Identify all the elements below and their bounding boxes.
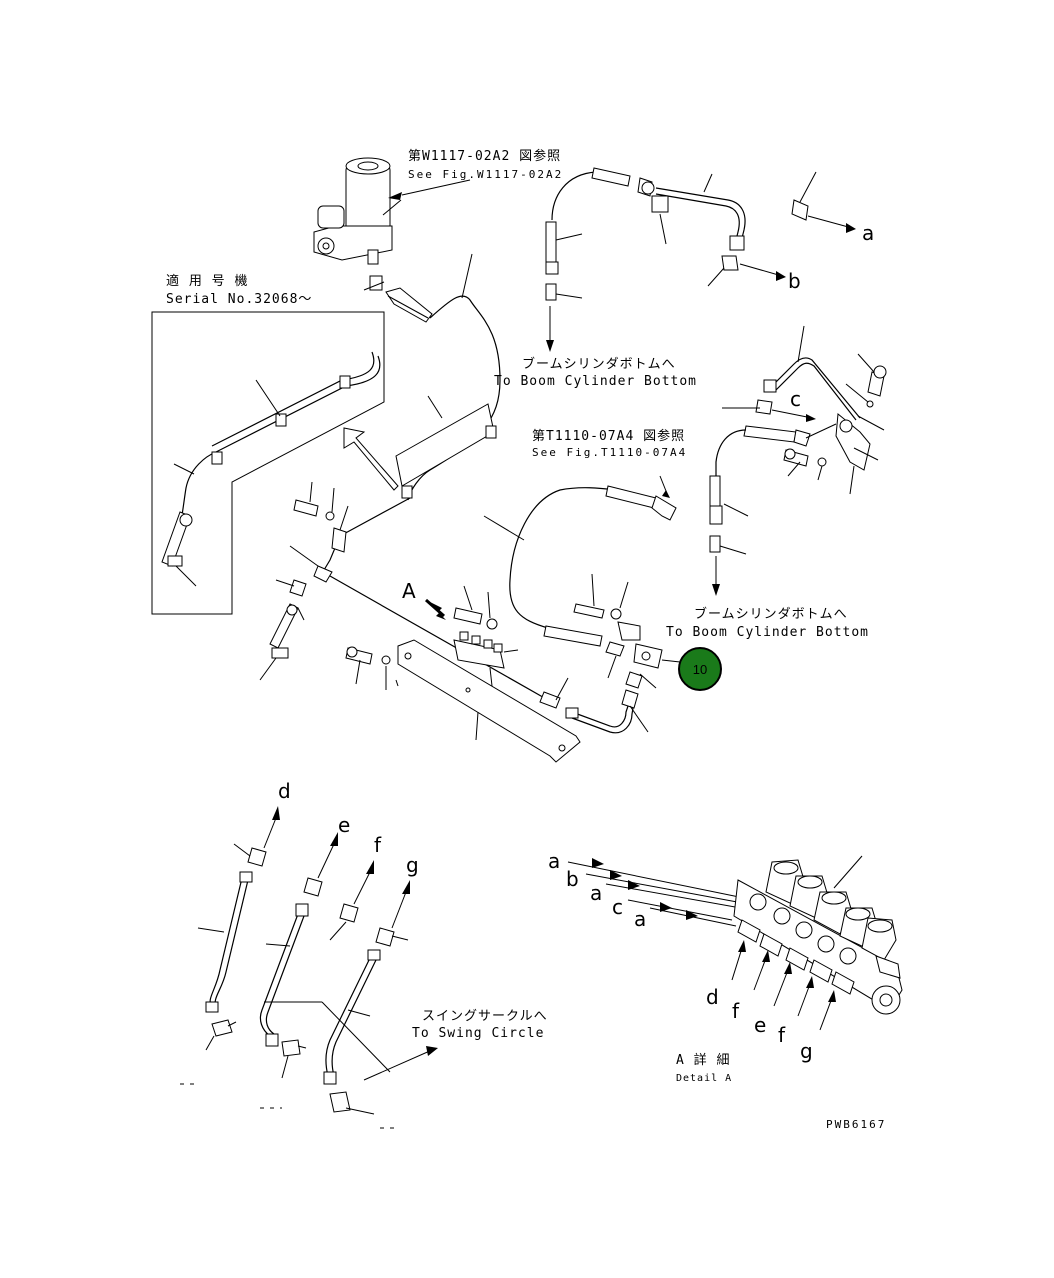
right-pipe-assembly xyxy=(709,325,887,596)
applicable-serial-jp: 適 用 号 機 xyxy=(166,273,248,289)
accumulator-assembly xyxy=(313,157,433,323)
port-letter-e: e xyxy=(338,813,350,837)
fig-ref-2-en: See Fig.T1110-07A4 xyxy=(532,446,687,459)
bolt-washer-group xyxy=(293,481,349,553)
detail-letter-b: b xyxy=(566,867,579,891)
port-letter-b: b xyxy=(788,269,801,293)
detail-letter-f2: f xyxy=(778,1023,786,1047)
mounting-plate xyxy=(395,639,581,763)
long-rod xyxy=(329,575,549,701)
boom-jp-1: ブームシリンダボトムへ xyxy=(522,356,676,372)
detail-letter-c: c xyxy=(612,895,623,919)
lower-pipe xyxy=(539,671,657,734)
clamp-bracket xyxy=(395,395,497,499)
boom-hose-upper xyxy=(545,167,856,352)
detail-title-jp: A 詳 細 xyxy=(676,1052,730,1068)
swing-jp: スイングサークルへ xyxy=(422,1009,548,1024)
detail-letter-f1: f xyxy=(732,999,740,1023)
detail-a-valve xyxy=(567,855,903,1031)
port-letter-d: d xyxy=(278,779,291,803)
detail-letter-a1: a xyxy=(548,849,560,873)
bolt-washer-group-2 xyxy=(345,646,391,690)
swing-pipes xyxy=(180,806,438,1129)
control-valve xyxy=(453,585,521,713)
boom-jp-2: ブームシリンダボトムへ xyxy=(694,606,848,622)
leader-line xyxy=(461,253,473,299)
callout-number[interactable]: 10 xyxy=(693,662,707,677)
detail-letter-e: e xyxy=(754,1013,766,1037)
boom-en-2: To Boom Cylinder Bottom xyxy=(666,625,869,640)
callout-10[interactable]: 10 xyxy=(678,647,722,691)
left-fittings xyxy=(259,545,333,681)
detail-title-en: Detail A xyxy=(676,1073,732,1084)
direction-arrow xyxy=(343,427,399,491)
port-letter-f: f xyxy=(374,833,382,857)
fig-ref-2-jp: 第T1110-07A4 図参照 xyxy=(532,428,685,444)
serial-box xyxy=(151,311,385,615)
drawing-number: PWB6167 xyxy=(826,1118,886,1131)
detail-letter-g: g xyxy=(800,1039,813,1063)
leader-line xyxy=(401,179,471,196)
boom-en-1: To Boom Cylinder Bottom xyxy=(494,374,697,389)
callout-circle[interactable] xyxy=(678,647,722,691)
detail-letter-a2: a xyxy=(590,881,602,905)
port-letter-a: a xyxy=(862,221,874,245)
detail-letter-a3: a xyxy=(634,907,646,931)
swing-en: To Swing Circle xyxy=(412,1026,544,1041)
port-letter-g: g xyxy=(406,853,419,877)
fig-ref-1-jp: 第W1117-02A2 図参照 xyxy=(408,148,561,164)
view-arrow-label: A xyxy=(402,579,416,603)
port-letter-c: c xyxy=(790,387,801,411)
center-hose xyxy=(483,475,681,679)
arrow-head xyxy=(388,192,402,200)
view-arrow-shaft xyxy=(425,598,445,618)
serial-box-pipe xyxy=(161,351,381,587)
serial-number: Serial No.32068～ xyxy=(166,292,312,307)
fig-ref-1-en: See Fig.W1117-02A2 xyxy=(408,168,563,181)
hose-line xyxy=(407,295,501,501)
detail-letter-d: d xyxy=(706,985,719,1009)
